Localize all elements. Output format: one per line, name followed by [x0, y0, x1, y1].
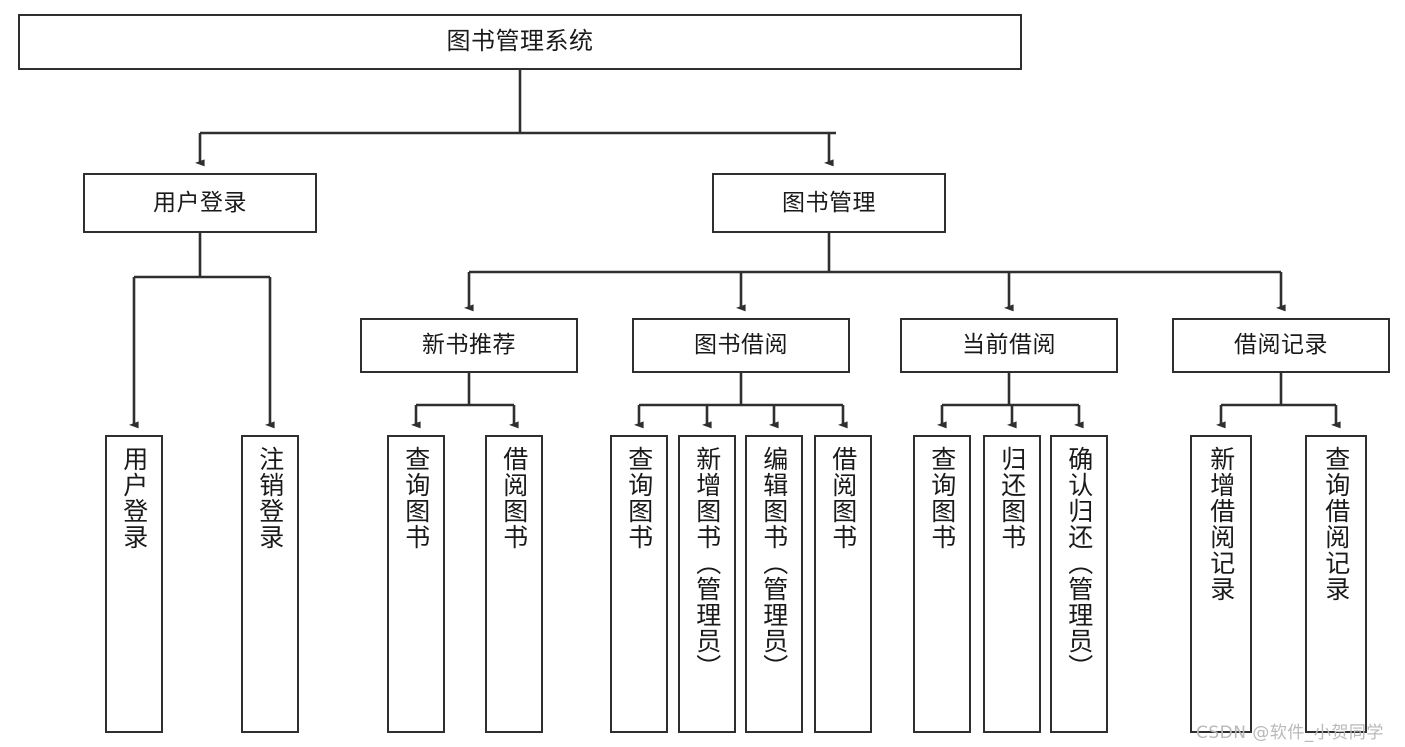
csdn-watermark: CSDN @软件_小贺同学 [1196, 723, 1384, 743]
node-leaf-user-login[interactable]: 用户登录 [105, 435, 163, 733]
node-label: 编辑图书（管理员） [759, 446, 789, 680]
node-label: 借阅图书 [828, 446, 858, 550]
node-label: 图书管理 [782, 189, 876, 216]
node-label: 查询图书 [624, 446, 654, 550]
node-leaf-borrow-book-2[interactable]: 借阅图书 [814, 435, 872, 733]
node-label: 图书借阅 [694, 332, 788, 359]
node-label: 当前借阅 [962, 332, 1056, 359]
node-label: 借阅记录 [1234, 332, 1328, 359]
node-borrow-record[interactable]: 借阅记录 [1172, 318, 1390, 373]
node-label: 归还图书 [997, 446, 1027, 550]
node-user-login[interactable]: 用户登录 [83, 173, 317, 233]
node-leaf-query-book-1[interactable]: 查询图书 [387, 435, 445, 733]
node-leaf-borrow-book-1[interactable]: 借阅图书 [485, 435, 543, 733]
node-label: 新增图书（管理员） [692, 446, 722, 680]
node-leaf-add-book-admin[interactable]: 新增图书（管理员） [678, 435, 736, 733]
node-leaf-query-borrow-record[interactable]: 查询借阅记录 [1305, 435, 1367, 733]
node-new-book-recommend[interactable]: 新书推荐 [360, 318, 578, 373]
node-book-manage[interactable]: 图书管理 [712, 173, 946, 233]
node-label: 新增借阅记录 [1206, 446, 1236, 602]
node-leaf-add-borrow-record[interactable]: 新增借阅记录 [1190, 435, 1252, 733]
node-leaf-query-book-2[interactable]: 查询图书 [610, 435, 668, 733]
node-label: 新书推荐 [422, 332, 516, 359]
node-leaf-logout[interactable]: 注销登录 [241, 435, 299, 733]
node-root-system[interactable]: 图书管理系统 [18, 14, 1022, 70]
node-label: 注销登录 [255, 446, 285, 550]
node-label: 用户登录 [119, 446, 149, 550]
node-label: 用户登录 [153, 189, 247, 216]
node-leaf-edit-book-admin[interactable]: 编辑图书（管理员） [745, 435, 803, 733]
node-leaf-return-book[interactable]: 归还图书 [983, 435, 1041, 733]
node-label: 查询图书 [401, 446, 431, 550]
node-label: 查询图书 [927, 446, 957, 550]
node-label: 确认归还（管理员） [1064, 446, 1094, 680]
node-label: 借阅图书 [499, 446, 529, 550]
node-label: 查询借阅记录 [1321, 446, 1351, 602]
node-label: 图书管理系统 [446, 27, 594, 56]
node-leaf-query-book-3[interactable]: 查询图书 [913, 435, 971, 733]
node-book-borrow[interactable]: 图书借阅 [632, 318, 850, 373]
node-current-borrow[interactable]: 当前借阅 [900, 318, 1118, 373]
node-leaf-confirm-return-admin[interactable]: 确认归还（管理员） [1050, 435, 1108, 733]
